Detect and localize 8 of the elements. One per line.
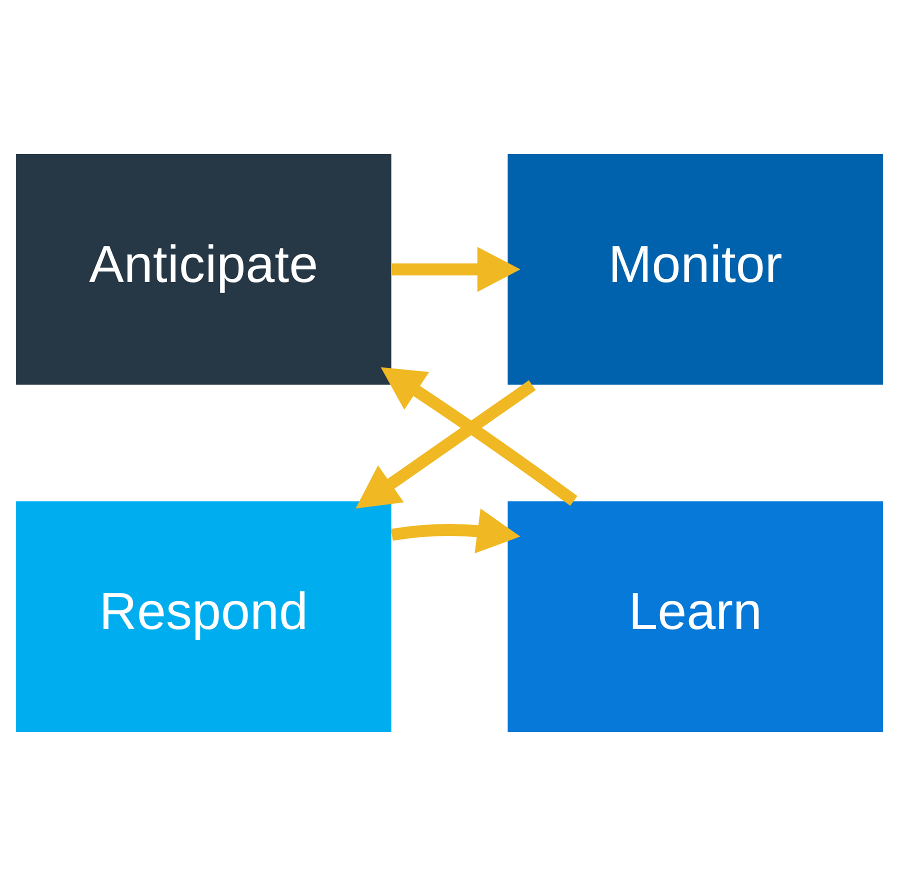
arrow: [390, 508, 520, 554]
node-box: Monitor: [508, 154, 883, 385]
node-box: Anticipate: [16, 154, 392, 385]
arrow: [392, 246, 520, 292]
node-box: Learn: [508, 501, 883, 732]
node-box: Respond: [16, 501, 392, 732]
arrow: [356, 380, 536, 508]
arrow: [380, 367, 578, 506]
